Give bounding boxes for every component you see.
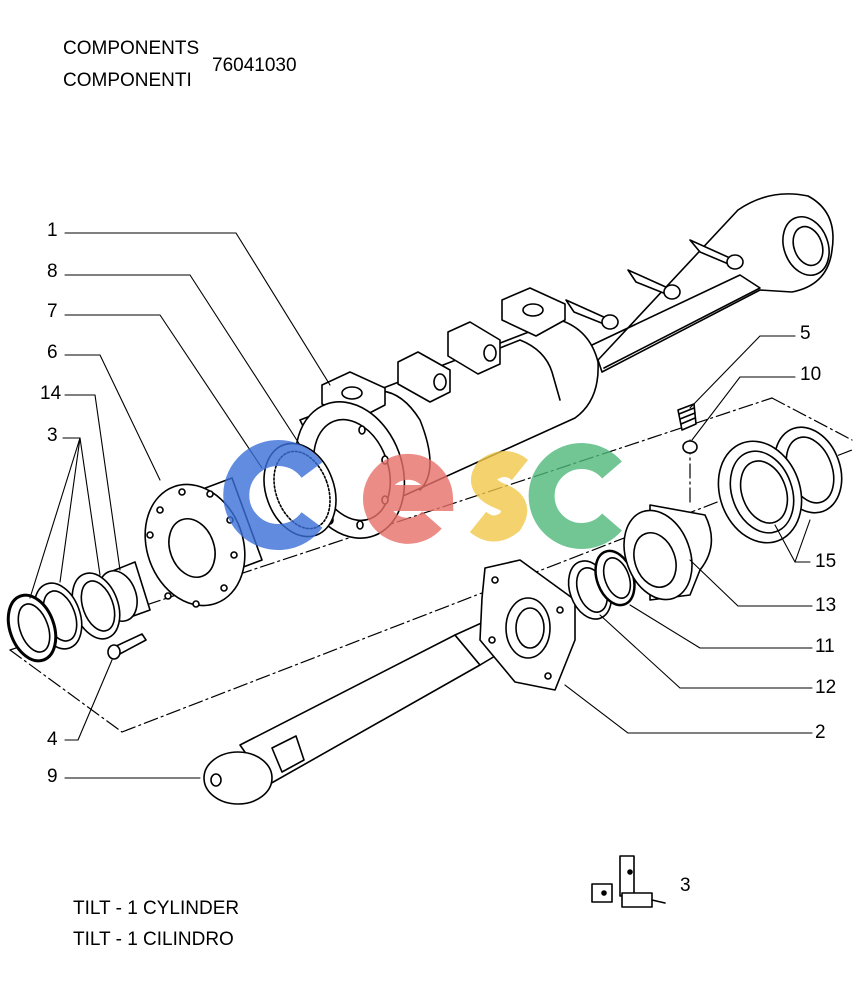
callout-5: 5 (800, 323, 811, 344)
watermark-letter-1 (223, 440, 323, 550)
grub-screw-5 (677, 403, 697, 431)
kit-quantity: 3 (680, 875, 691, 896)
seal-kit-15 (717, 426, 843, 544)
callout-14: 14 (40, 383, 62, 404)
callout-1: 1 (47, 220, 58, 241)
watermark-letter-3 (469, 451, 529, 542)
callout-10: 10 (800, 364, 822, 385)
part-number: 76041030 (212, 55, 297, 76)
watermark-letter-4 (528, 443, 622, 549)
bolt-4 (107, 633, 147, 660)
footer-title-en: TILT - 1 CYLINDER (73, 898, 240, 919)
callout-3: 3 (47, 425, 58, 446)
callout-8: 8 (47, 261, 58, 282)
callout-2: 2 (815, 722, 826, 743)
callout-15: 15 (815, 551, 837, 572)
watermark-letter-2 (363, 453, 454, 544)
header-title-it: COMPONENTI (63, 70, 192, 91)
header-title-en: COMPONENTS (63, 38, 200, 59)
piston-13 (623, 504, 713, 601)
piston-ring-8 (263, 442, 337, 538)
o-ring-10 (682, 440, 698, 454)
callout-7: 7 (47, 301, 58, 322)
cylinder-eye-bracket (591, 193, 834, 373)
callout-9: 9 (47, 766, 58, 787)
footer-title-it: TILT - 1 CILINDRO (73, 929, 234, 950)
gland-6 (144, 477, 263, 608)
callout-4: 4 (47, 729, 58, 750)
callout-11: 11 (815, 636, 835, 657)
callout-13: 13 (815, 595, 837, 616)
seal-rings-3 (6, 572, 121, 663)
piston-rod-9 (203, 609, 523, 805)
leader-lines (29, 232, 813, 779)
rod-flange-2 (479, 559, 576, 691)
callout-6: 6 (47, 342, 58, 363)
repair-kit-icon (591, 855, 666, 908)
barrel-pins (565, 239, 744, 330)
watermark-logo (223, 440, 622, 550)
callout-12: 12 (815, 677, 837, 698)
